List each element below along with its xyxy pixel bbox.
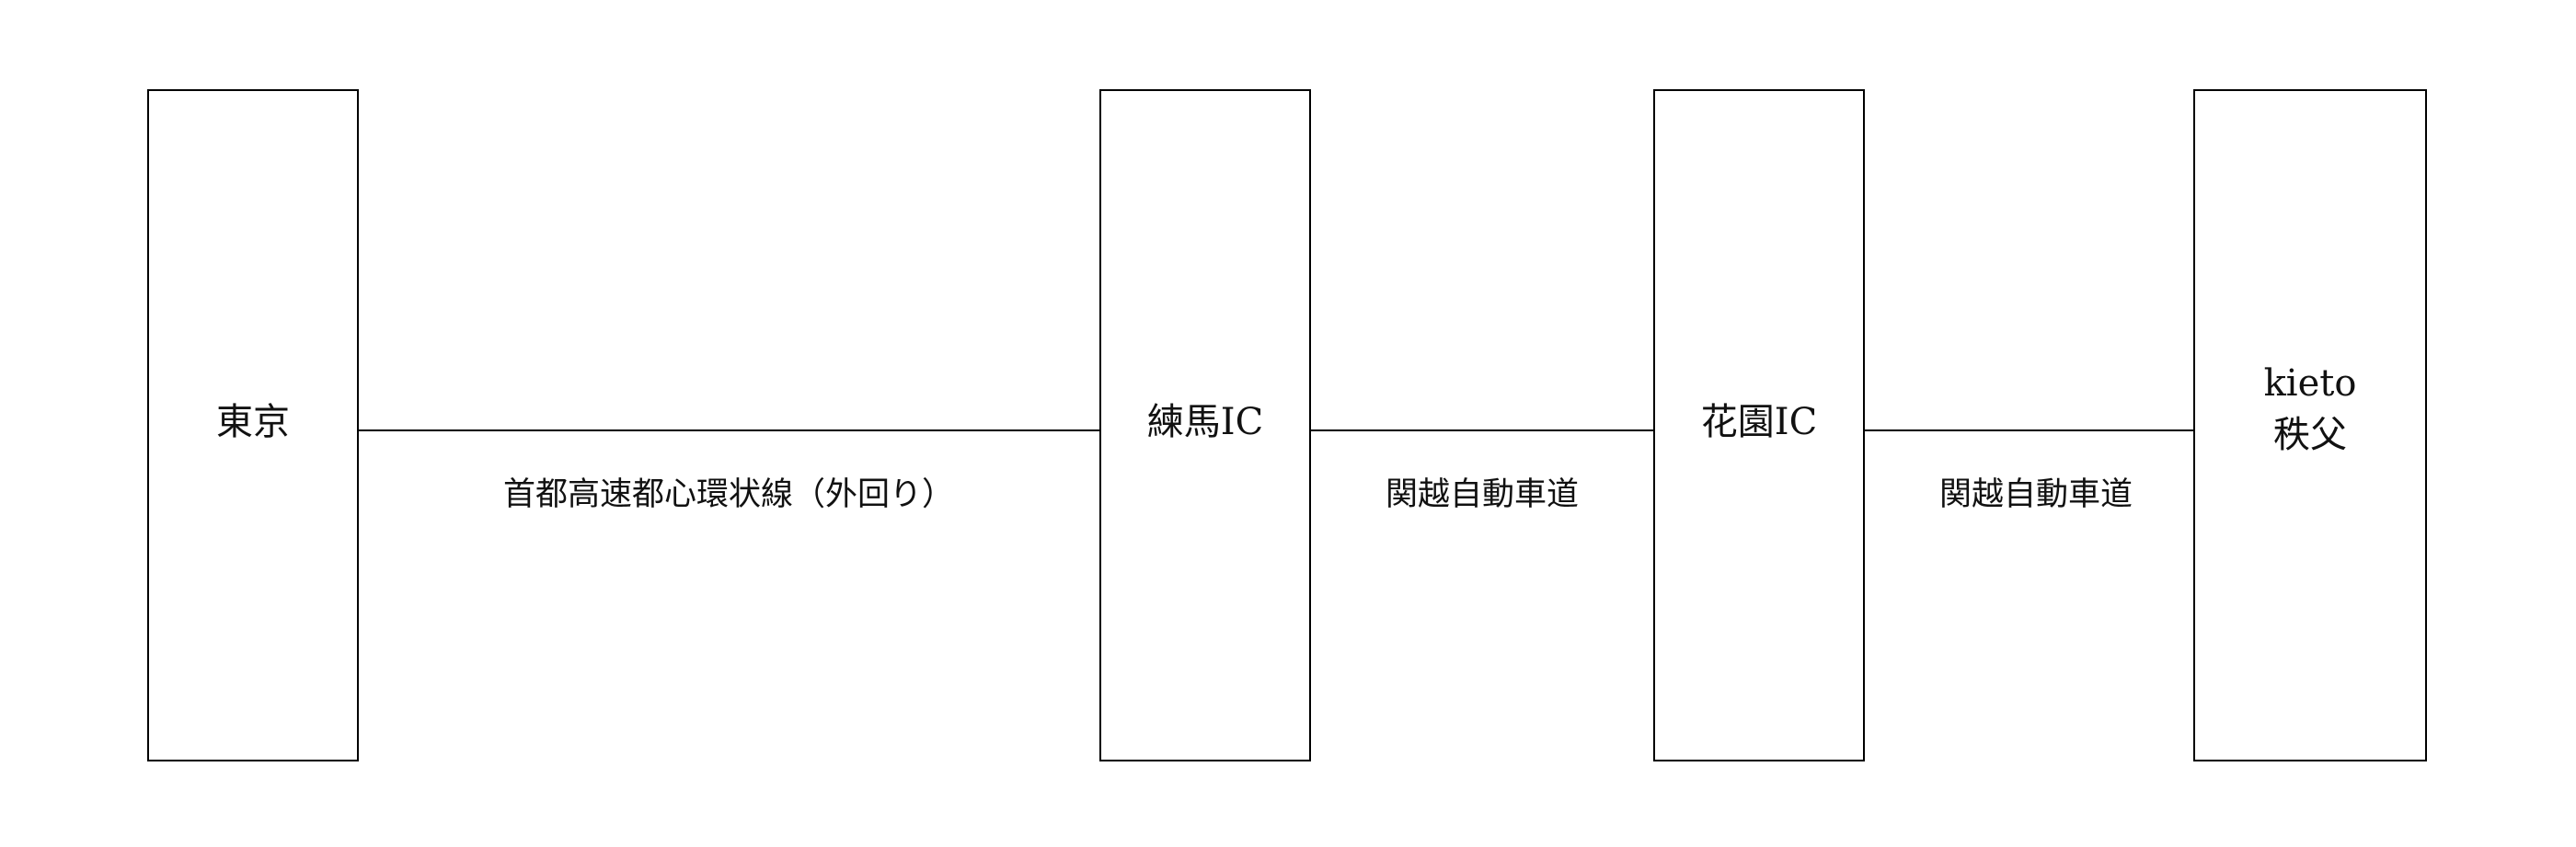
node-label-nerima-ic: 練馬IC [1146, 400, 1264, 443]
node-label-chichibu: kieto 秩父 [2263, 361, 2357, 456]
edge-label-nerima-hanazono: 関越自動車道 [1385, 476, 1580, 513]
node-label-hanazono-ic: 花園IC [1700, 400, 1818, 443]
node-tokyo: 東京 [147, 89, 359, 761]
node-chichibu: kieto 秩父 [2193, 89, 2427, 761]
edge-label-tokyo-nerima: 首都高速都心環状線（外回り） [502, 476, 955, 513]
node-hanazono-ic: 花園IC [1653, 89, 1865, 761]
node-nerima-ic: 練馬IC [1099, 89, 1311, 761]
connector-line-hanazono-chichibu [1865, 429, 2193, 431]
node-label-tokyo: 東京 [216, 400, 290, 443]
edge-label-hanazono-chichibu: 関越自動車道 [1938, 476, 2133, 513]
connector-line-tokyo-nerima [359, 429, 1099, 431]
connector-line-nerima-hanazono [1311, 429, 1653, 431]
